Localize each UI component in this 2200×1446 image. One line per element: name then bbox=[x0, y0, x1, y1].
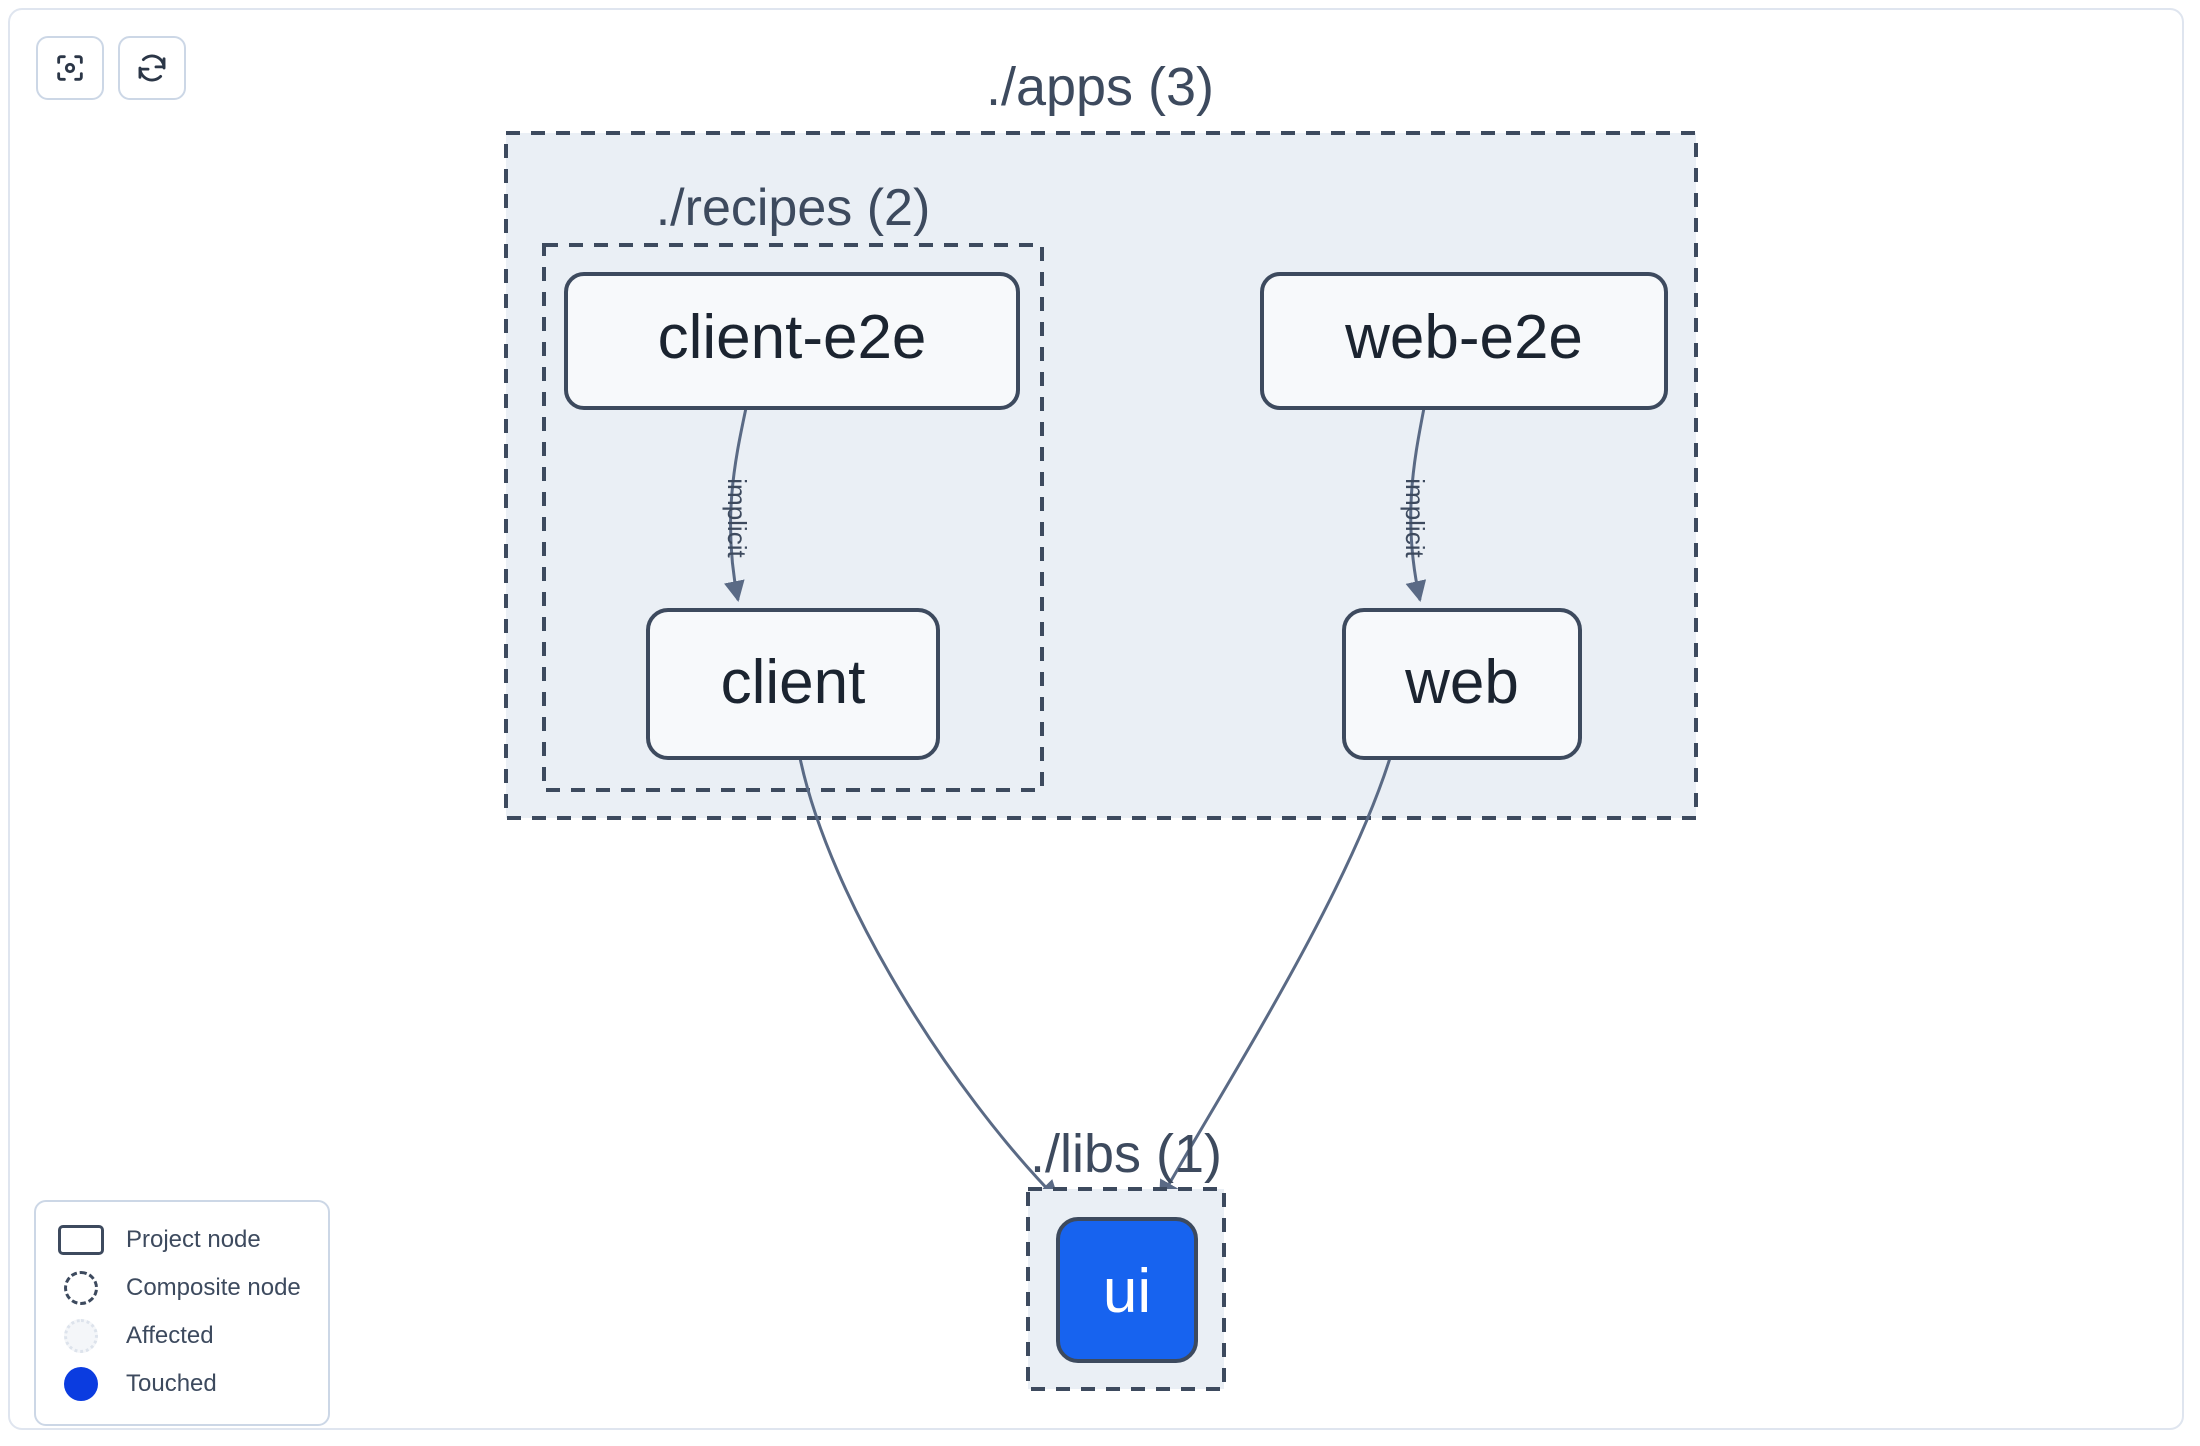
legend-item-affected: Affected bbox=[54, 1312, 310, 1360]
edge-web-e2e-to-web[interactable] bbox=[1405, 407, 1427, 603]
group-libs-label: ./libs (1) bbox=[1030, 1124, 1222, 1184]
node-client-e2e-label: client-e2e bbox=[658, 303, 927, 372]
graph-toolbar bbox=[36, 36, 186, 100]
edge-web-to-ui[interactable] bbox=[1158, 757, 1392, 1202]
node-client-label: client bbox=[721, 648, 866, 717]
edge-label-implicit-client: implicit bbox=[722, 478, 752, 558]
edge-client-e2e-to-client[interactable] bbox=[724, 407, 748, 603]
edge-client-to-ui[interactable] bbox=[798, 757, 1060, 1202]
node-web-e2e-label: web-e2e bbox=[1344, 303, 1583, 372]
legend-swatch-composite-node-icon bbox=[54, 1271, 108, 1305]
legend-item-touched: Touched bbox=[54, 1360, 310, 1408]
legend-label-project-node: Project node bbox=[126, 1226, 261, 1253]
legend-label-affected: Affected bbox=[126, 1322, 214, 1349]
node-ui-label: ui bbox=[1103, 1257, 1151, 1326]
node-ui[interactable]: ui bbox=[1056, 1217, 1198, 1363]
focus-icon bbox=[53, 51, 87, 85]
node-client-e2e-box[interactable] bbox=[564, 272, 1020, 410]
node-web-box[interactable] bbox=[1342, 608, 1582, 760]
node-web-label: web bbox=[1404, 648, 1519, 717]
edge-label-implicit-web: implicit bbox=[1400, 478, 1430, 558]
legend-label-touched: Touched bbox=[126, 1370, 217, 1397]
node-web-e2e[interactable]: web-e2e bbox=[1260, 272, 1668, 410]
edge-labels-layer: implicit implicit bbox=[722, 478, 1430, 558]
node-client[interactable]: client bbox=[646, 608, 940, 760]
graph-legend: Project node Composite node Affected Tou… bbox=[34, 1200, 330, 1426]
node-ui-box[interactable] bbox=[1056, 1217, 1198, 1363]
node-web[interactable]: web bbox=[1342, 608, 1582, 760]
group-apps-label: ./apps (3) bbox=[986, 57, 1214, 117]
node-client-box[interactable] bbox=[646, 608, 940, 760]
legend-swatch-affected-icon bbox=[54, 1319, 108, 1353]
legend-swatch-touched-icon bbox=[54, 1367, 108, 1401]
node-web-e2e-box[interactable] bbox=[1260, 272, 1668, 410]
node-client-e2e[interactable]: client-e2e bbox=[564, 272, 1020, 410]
legend-item-project-node: Project node bbox=[54, 1216, 310, 1264]
refresh-button[interactable] bbox=[118, 36, 186, 100]
legend-item-composite-node: Composite node bbox=[54, 1264, 310, 1312]
edges-layer bbox=[724, 407, 1427, 1202]
refresh-icon bbox=[135, 51, 169, 85]
legend-label-composite-node: Composite node bbox=[126, 1274, 301, 1301]
focus-button[interactable] bbox=[36, 36, 104, 100]
group-recipes-label: ./recipes (2) bbox=[656, 179, 931, 237]
legend-swatch-project-node-icon bbox=[54, 1225, 108, 1255]
